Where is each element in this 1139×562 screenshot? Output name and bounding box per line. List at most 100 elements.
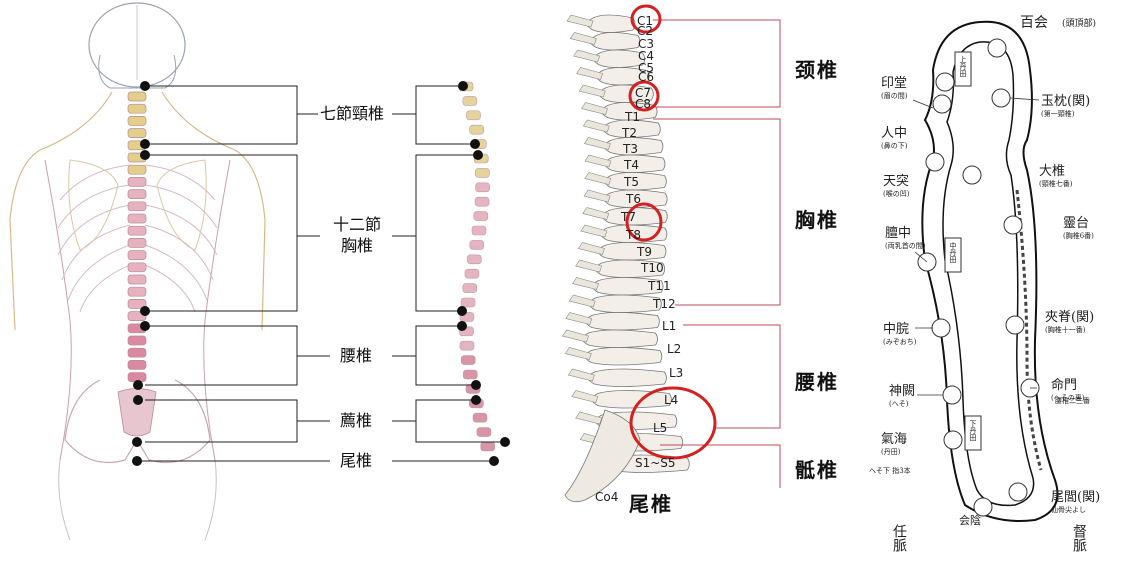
acupoint-name: 膻中: [885, 222, 925, 241]
acupoint-note: (丹田): [881, 447, 907, 457]
spinous-process: [573, 278, 599, 290]
vertebra-side: [463, 96, 477, 105]
vertebra-label: Co4: [595, 490, 618, 504]
baihui-label: 百会: [1020, 12, 1048, 32]
vertebra-back: [128, 287, 146, 296]
acupoint-name: 中脘: [883, 318, 916, 337]
vertebra-label: T7: [621, 210, 636, 224]
acupoint-name: 人中: [881, 122, 907, 141]
vertebra-side: [466, 111, 480, 120]
cervical-label: 七節頸椎: [318, 104, 386, 123]
vertebra-back: [128, 92, 146, 101]
vertebra-side-bone: [588, 369, 666, 387]
vertebra-side-bone: [585, 348, 662, 366]
spinous-process: [576, 260, 602, 272]
spinous-process: [584, 138, 610, 150]
spinous-process: [584, 190, 610, 202]
vertebra-label: T4: [624, 158, 639, 172]
spinous-process: [574, 50, 600, 62]
vertebra-label: T12: [653, 297, 676, 311]
vertebrae-side-panel: C1C2C3C4C5C6C7C8T1T2T3T4T5T6T7T8T9T10T11…: [545, 0, 855, 562]
acupoint-label-right-2: 靈台(胸椎6番): [1063, 212, 1094, 241]
thoracic-group-label: 胸椎: [795, 204, 839, 233]
vertebra-label: T11: [648, 279, 671, 293]
spinous-process: [585, 173, 611, 185]
vertebra-label: T9: [637, 245, 652, 259]
spinous-process: [577, 68, 603, 80]
thoracic-label-line1: 十二節: [331, 215, 383, 234]
acupoint-label-right-6: 尾閭(関)仙骨尖よし: [1051, 486, 1100, 515]
cervical-group-label: 颈椎: [795, 54, 839, 83]
spinous-process: [572, 391, 598, 403]
vertebra-side: [463, 284, 477, 293]
acupoint-label-right-3: 夾脊(関)(胸椎十一番): [1045, 306, 1094, 335]
acupoint-label-right-5: 腰椎二三番: [1055, 396, 1090, 406]
vertebra-side-bone: [590, 33, 640, 51]
vertebra-back: [128, 202, 146, 211]
vertebra-label: T6: [626, 192, 641, 206]
vertebra-label: C8: [635, 97, 651, 111]
spinous-process: [563, 330, 589, 342]
acupoint-label-right-1: 大椎(頸椎七番): [1039, 160, 1072, 189]
vertebra-side: [460, 341, 474, 350]
vertebra-side-bone: [592, 391, 672, 409]
acupoint-note: (鼻の下): [881, 141, 907, 151]
upper-dantian-label: 上丹田: [958, 56, 968, 77]
acupoint-note: (両乳首の間): [885, 241, 925, 251]
spinous-process: [567, 15, 593, 27]
vertebra-label: C2: [637, 24, 653, 38]
vertebra-label: T10: [641, 261, 664, 275]
vertebra-side: [481, 442, 495, 451]
body-back-illustration: [0, 0, 545, 562]
huiyin-label: 会陰: [959, 512, 981, 528]
vertebra-label: C6: [638, 70, 654, 84]
spinous-process: [566, 313, 592, 325]
spinous-process: [579, 85, 605, 97]
acupoint-label-left-3: 膻中(両乳首の間): [885, 222, 925, 251]
acupoint-note: (へそ): [889, 399, 915, 409]
acupoint-name: 印堂: [881, 72, 907, 91]
spinous-process: [568, 369, 594, 381]
vertebra-back: [128, 214, 146, 223]
acupoint-label-left-0: 印堂(眉の間): [881, 72, 907, 101]
acupoint-name: 玉枕(関): [1041, 90, 1090, 109]
acupoint-label-left-1: 人中(鼻の下): [881, 122, 907, 151]
meridian-panel: 百会 (頭頂部) 印堂(眉の間)人中(鼻の下)天突(喉の凹)膻中(両乳首の間)中…: [855, 0, 1139, 562]
vertebra-label: L4: [664, 393, 678, 407]
acupoint-note: (みぞおち): [883, 337, 916, 347]
vertebra-label: L2: [667, 342, 681, 356]
vertebra-side: [470, 125, 484, 134]
vertebra-side: [461, 356, 475, 365]
coccyx-group-label: 尾椎: [629, 488, 673, 517]
ren-channel-label: 任脈: [889, 524, 909, 552]
spinous-process: [578, 243, 604, 255]
spinous-process: [583, 208, 609, 220]
spinous-process: [581, 225, 607, 237]
acupoint-note: (喉の凹): [883, 189, 909, 199]
acupoint-name: 氣海: [881, 428, 907, 447]
spinous-process: [585, 155, 611, 167]
sacral-label: 薦椎: [338, 411, 374, 430]
spinous-process: [565, 348, 591, 360]
vertebra-side-bone: [594, 50, 645, 68]
vertebra-label: T8: [626, 228, 641, 242]
vertebra-label: L3: [669, 366, 683, 380]
lumbar-group-label: 腰椎: [795, 366, 839, 395]
vertebra-label: T1: [625, 110, 640, 124]
acupoint-name: 天突: [883, 170, 909, 189]
acupoint-note: 腰椎二三番: [1055, 396, 1090, 406]
vertebra-side-bone: [589, 295, 661, 313]
vertebra-side: [465, 269, 479, 278]
acupoint-note: (眉の間): [881, 91, 907, 101]
acupoint-name: 尾閭(関): [1051, 486, 1100, 505]
acupoint-note: (頸椎七番): [1039, 179, 1072, 189]
vertebra-label: S1~S5: [635, 456, 676, 470]
spine-anatomy-panel: 七節頸椎 十二節 胸椎 腰椎 薦椎 尾椎: [0, 0, 545, 562]
vertebra-back: [128, 165, 146, 174]
lumbar-label: 腰椎: [338, 346, 374, 365]
vertebra-label: L1: [662, 319, 676, 333]
vertebra-side-bone: [583, 330, 658, 348]
acupoint-name: 靈台: [1063, 212, 1094, 231]
vertebra-back: [128, 275, 146, 284]
acupoint-label-left-2: 天突(喉の凹): [883, 170, 909, 199]
